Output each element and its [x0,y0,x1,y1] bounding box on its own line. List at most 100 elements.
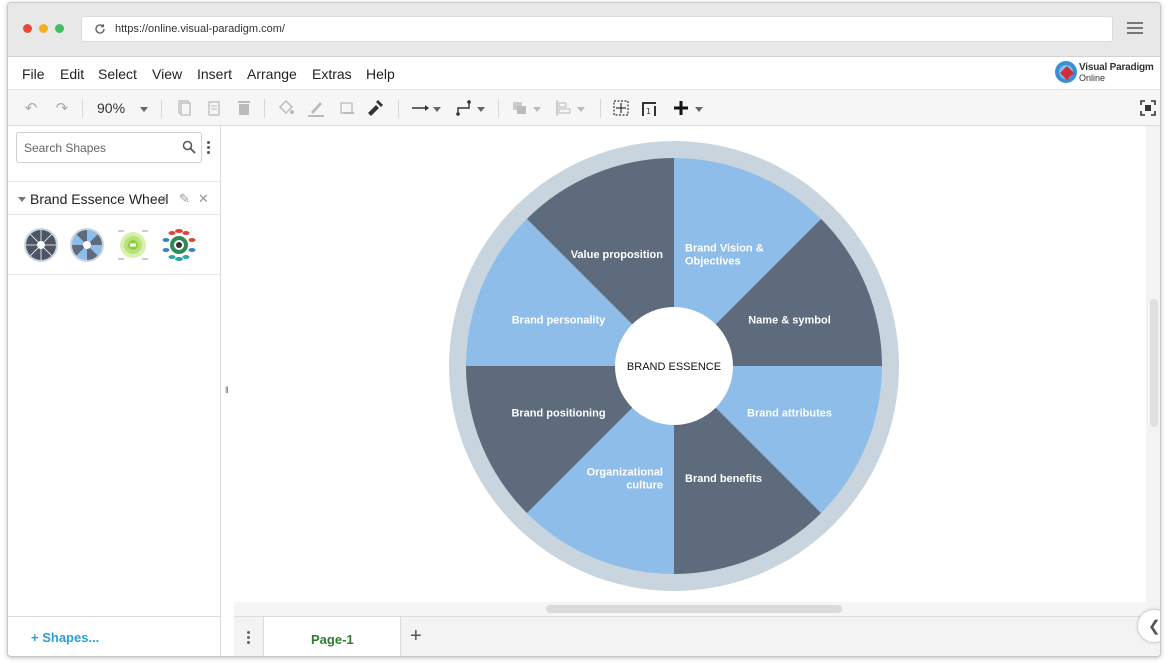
delete-icon[interactable] [234,98,254,118]
fit-width-icon[interactable]: 1 [640,98,660,118]
close-library-icon[interactable]: ✕ [198,191,209,206]
wheel-segment-label: Value proposition [571,249,664,261]
wheel-segment[interactable] [674,366,822,574]
browser-menu-icon[interactable] [1127,22,1143,36]
menu-arrange[interactable]: Arrange [247,66,297,82]
add-library-icon[interactable]: + [161,191,169,206]
format-painter-icon[interactable] [365,98,385,118]
wheel-segment[interactable] [466,366,674,514]
line-color-icon[interactable] [306,98,326,118]
menu-bar: File Edit Select View Insert Arrange Ext… [8,57,1160,89]
wheel-segment-label: Brand personality [512,315,606,327]
zoom-level[interactable]: 90% [97,100,126,116]
logo-line2: Online [1079,73,1106,83]
wheel-segment-label-line: Brand personality [512,315,606,327]
align-icon[interactable] [553,98,573,118]
reload-icon[interactable] [94,23,106,35]
maximize-window-button[interactable] [55,24,64,33]
close-window-button[interactable] [23,24,32,33]
shape-library-title: Brand Essence Wheel [30,191,169,207]
paste-icon[interactable] [204,98,224,118]
wheel-segment-label-line: Brand positioning [511,407,605,419]
url-text: https://online.visual-paradigm.com/ [115,23,285,35]
chevron-left-icon: ❮ [1148,618,1161,635]
connector-arrow-icon[interactable] [411,98,431,118]
fill-color-icon[interactable] [276,98,296,118]
more-shapes-label: Shapes... [42,630,100,645]
shapes-sidebar: Search Shapes Brand Essence Wheel + ✎ ✕ [8,126,221,656]
visual-paradigm-logo: Visual Paradigm Online [1054,60,1154,86]
vertical-scrollbar[interactable] [1150,299,1158,427]
menu-help[interactable]: Help [366,66,395,82]
wheel-segment[interactable] [526,158,674,366]
shape-thumb-green-target[interactable] [115,227,151,263]
order-dropdown-icon[interactable] [533,107,541,112]
wheel-segment[interactable] [674,366,882,514]
shadow-icon[interactable] [337,98,357,118]
wheel-segment-label-line: Organizational [587,466,663,478]
sidebar-splitter-handle[interactable]: ‖ [225,385,229,395]
more-shapes-button[interactable]: + Shapes... [31,630,100,645]
search-icon[interactable] [182,140,196,154]
toolbar-divider [82,99,83,118]
waypoint-dropdown-icon[interactable] [477,107,485,112]
shape-thumbnails [8,215,220,275]
add-page-button[interactable]: + [410,625,422,647]
zoom-dropdown-icon[interactable] [140,107,148,112]
brand-essence-wheel[interactable]: BRAND ESSENCE Brand Vision &ObjectivesNa… [234,126,1146,602]
wheel-segment[interactable] [674,218,882,366]
menu-select[interactable]: Select [98,66,137,82]
search-shapes-input[interactable]: Search Shapes [16,132,202,163]
wheel-segment-label: Brand Vision &Objectives [685,243,764,268]
sidebar-options-icon[interactable] [207,141,211,155]
toolbar-divider [498,99,499,118]
to-front-icon[interactable] [510,98,530,118]
minimize-window-button[interactable] [39,24,48,33]
connector-dropdown-icon[interactable] [433,107,441,112]
shape-thumb-blue-wheel[interactable] [69,227,105,263]
toolbar-divider [600,99,601,118]
shape-library-header[interactable]: Brand Essence Wheel + ✎ ✕ [8,181,220,215]
undo-icon[interactable]: ↶ [24,100,38,117]
add-dropdown-icon[interactable] [695,107,703,112]
toolbar-divider [161,99,162,118]
wheel-segment-label-line: Value proposition [571,249,664,261]
page-menu-icon[interactable] [247,631,251,646]
page-tab-label: Page-1 [311,632,354,647]
horizontal-scrollbar[interactable] [546,605,842,613]
menu-edit[interactable]: Edit [60,66,85,82]
collapse-triangle-icon[interactable] [18,197,26,202]
browser-chrome: https://online.visual-paradigm.com/ [8,3,1160,57]
shape-thumb-color-wheel[interactable] [161,227,197,263]
menu-insert[interactable]: Insert [197,66,233,82]
page-tab-active[interactable]: Page-1 [263,617,401,656]
copy-icon[interactable] [174,98,194,118]
waypoint-icon[interactable] [455,98,475,118]
align-dropdown-icon[interactable] [577,107,585,112]
add-icon[interactable] [671,98,691,118]
wheel-segment-label: Name & symbol [748,315,831,327]
edit-library-icon[interactable]: ✎ [179,191,190,206]
redo-icon[interactable]: ↷ [55,100,69,117]
fit-page-icon[interactable] [611,98,631,118]
wheel-segment[interactable] [526,366,674,574]
wheel-segment-label-line: Brand Vision & [685,243,764,255]
menu-extras[interactable]: Extras [312,66,352,82]
menu-file[interactable]: File [22,66,45,82]
fullscreen-icon[interactable] [1138,98,1158,118]
logo-line1: Visual Paradigm [1079,62,1154,73]
menu-view[interactable]: View [152,66,183,82]
toolbar-divider [398,99,399,118]
more-shapes-bar: + Shapes... [8,616,220,656]
wheel-segment[interactable] [674,158,822,366]
toolbar: ↶ ↷ 90% 1 [8,89,1160,126]
wheel-segment[interactable] [466,218,674,366]
collapse-panel-button[interactable]: ❮ [1137,609,1161,643]
logo-globe-icon [1055,61,1077,83]
brand-essence-center[interactable] [615,307,733,425]
page-tabs-bar: Page-1 + [234,616,1160,656]
address-bar[interactable]: https://online.visual-paradigm.com/ [81,16,1113,42]
shape-thumb-dark-wheel[interactable] [23,227,59,263]
